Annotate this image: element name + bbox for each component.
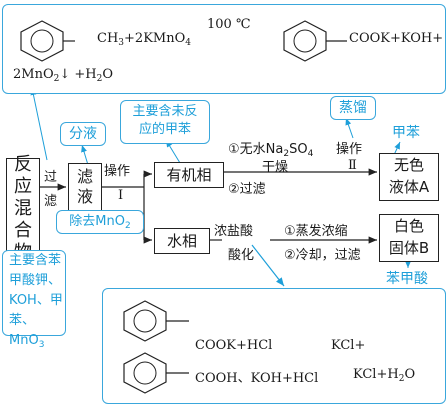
filtrate-box: 滤 液 bbox=[68, 163, 102, 211]
aqueous-phase-box: 水相 bbox=[154, 228, 210, 254]
operation-1-numeral: I bbox=[118, 188, 124, 203]
dry-reagent: ①无水Na2SO4 bbox=[228, 142, 314, 159]
dry-action: 干燥 bbox=[262, 160, 289, 175]
bottom-r1-left: COOK+HCl bbox=[195, 338, 273, 353]
acid-reagent: 浓盐酸 bbox=[214, 224, 254, 239]
unreacted-note-line1: 主要含未反 bbox=[132, 104, 198, 119]
benzene-ring-product-icon bbox=[283, 20, 347, 62]
mixture-note-line4: 苯、MnO3 bbox=[9, 313, 45, 350]
pointer-fenye bbox=[81, 144, 89, 166]
acid-step-1: ①蒸发浓缩 bbox=[284, 224, 348, 239]
mixture-box: 反 应 混 合 物 bbox=[6, 154, 40, 263]
bottom-r2-right: KCl+H2O bbox=[353, 367, 416, 384]
pointer-top-reaction bbox=[30, 87, 48, 161]
mixture-char: 反 bbox=[14, 154, 32, 175]
reaction-top-reactants: CH3+2KMnO4 bbox=[97, 31, 191, 48]
product-a-line1: 无色 bbox=[393, 156, 424, 174]
acid-action: 酸化 bbox=[228, 248, 255, 263]
filtrate-line1: 滤 bbox=[76, 167, 93, 186]
top-reaction-box: CH3+2KMnO4 100 ℃ COOK+KOH+ 2MnO2↓ +H2O bbox=[2, 4, 446, 94]
operation-2-numeral: Ⅱ bbox=[348, 158, 357, 173]
operation-2-label: 操作 bbox=[336, 142, 363, 157]
reaction-top-line2: 2MnO2↓ +H2O bbox=[13, 67, 114, 84]
benzene-ring-icon bbox=[20, 20, 75, 62]
mixture-note-line1: 主要含苯 bbox=[9, 253, 62, 268]
unreacted-note: 主要含未反 应的甲苯 bbox=[120, 100, 210, 144]
product-b-line2: 固体B bbox=[388, 239, 430, 257]
product-b-line1: 白色 bbox=[393, 217, 424, 235]
mixture-note-line2: 甲酸钾、 bbox=[9, 273, 62, 288]
benzene-ring-r1-icon bbox=[123, 300, 189, 342]
mixture-char: 应 bbox=[14, 176, 32, 197]
reaction-top-products: COOK+KOH+ bbox=[349, 31, 444, 46]
product-a-line2: 液体A bbox=[388, 178, 430, 196]
pointer-distill bbox=[345, 117, 354, 139]
mixture-char: 合 bbox=[14, 220, 32, 241]
operation-1-label: 操作 bbox=[104, 164, 131, 179]
organic-phase-box: 有机相 bbox=[154, 162, 224, 188]
mixture-char: 混 bbox=[14, 198, 32, 219]
product-a-box: 无色 液体A bbox=[379, 153, 439, 201]
benzoic-acid-note: 苯甲酸 bbox=[386, 271, 428, 287]
filtrate-line2: 液 bbox=[76, 187, 93, 206]
bottom-r2-left: COOH、KOH+HCl bbox=[195, 371, 319, 386]
reaction-top-condition: 100 ℃ bbox=[207, 17, 251, 32]
filter-label-2: 滤 bbox=[44, 194, 58, 209]
pointer-toluene bbox=[393, 141, 401, 156]
remove-mno2-note: 除去MnO2 bbox=[56, 210, 144, 234]
to-bottom-reaction-arrow bbox=[251, 244, 285, 287]
bottom-r1-right: KCl+ bbox=[331, 338, 366, 353]
filter-label-1: 过 bbox=[44, 170, 58, 185]
mixture-note-line3: KOH、甲 bbox=[9, 293, 63, 308]
distill-note: 蒸馏 bbox=[330, 96, 376, 120]
product-b-box: 白色 固体B bbox=[379, 214, 439, 262]
mixture-contents-note: 主要含苯 甲酸钾、 KOH、甲 苯、MnO3 bbox=[2, 250, 66, 350]
acid-step-2: ②冷却，过滤 bbox=[284, 248, 361, 263]
benzene-ring-r2-icon bbox=[123, 352, 189, 394]
toluene-note: 甲苯 bbox=[392, 125, 420, 141]
dry-filter: ②过滤 bbox=[228, 182, 266, 197]
bottom-reaction-box: COOK+HCl KCl+ COOH、KOH+HCl KCl+H2O bbox=[102, 288, 446, 404]
unreacted-note-line2: 应的甲苯 bbox=[138, 122, 191, 137]
fenye-note: 分液 bbox=[60, 122, 106, 146]
